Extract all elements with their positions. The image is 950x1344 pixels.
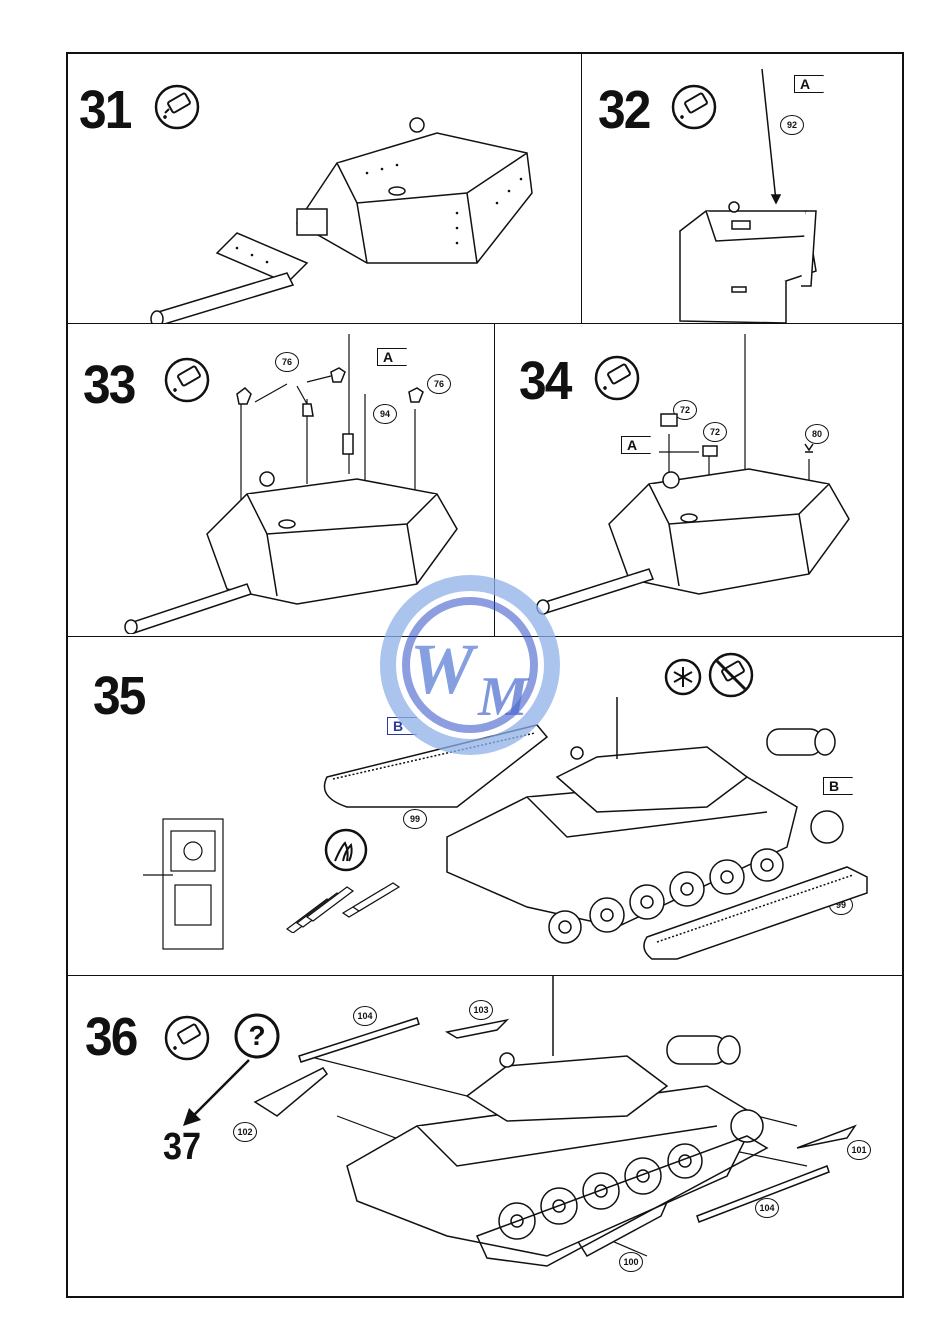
step-36-panel: 36 ? 37 104 103 102 101 104 100 — [66, 975, 904, 1298]
turret-fittings-diagram — [529, 334, 869, 624]
step-34-panel: 34 72 72 A 80 — [494, 323, 904, 637]
glue-tube-icon — [163, 1014, 211, 1062]
turret-diagram — [137, 113, 557, 323]
turret-antenna-diagram — [676, 61, 901, 323]
step-33-panel: 33 76 A 94 76 — [66, 323, 495, 637]
step-number: 35 — [93, 665, 145, 727]
turret-parts-diagram — [117, 334, 487, 634]
step-32-panel: 32 A 92 — [581, 52, 904, 324]
tank-track-diagram — [147, 697, 887, 967]
track-links — [283, 873, 403, 933]
next-step-number: 37 — [163, 1126, 201, 1169]
step-number: 32 — [598, 79, 650, 141]
step-35-panel: 35 B B 99 99 — [66, 636, 904, 976]
step-number: 36 — [85, 1006, 137, 1068]
step-31-panel: 31 — [66, 52, 582, 324]
chassis-top-view — [143, 815, 235, 955]
arrow-to-step-37 — [177, 1058, 257, 1130]
step-number: 31 — [79, 79, 131, 141]
no-glue-icon — [707, 651, 755, 699]
tank-final-assembly-diagram — [247, 976, 887, 1296]
loose-part-icon — [663, 657, 703, 697]
